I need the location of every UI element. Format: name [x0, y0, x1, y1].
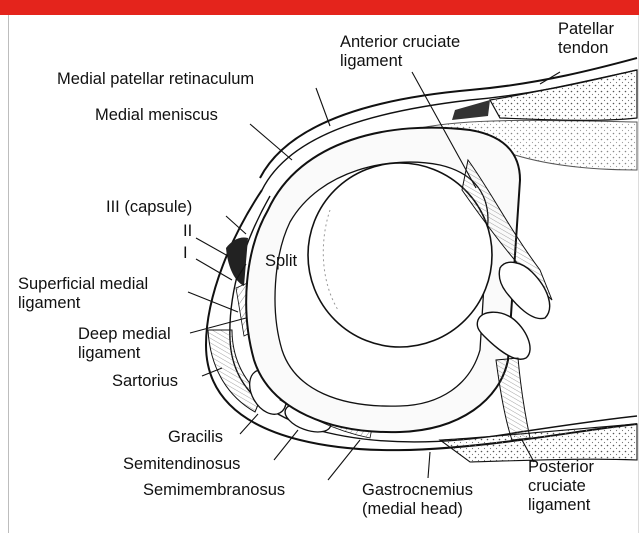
label-deep-medial-ligament: Deep medial ligament [78, 325, 171, 363]
posterior-cruciate-shape [496, 358, 530, 440]
dark-band [452, 100, 490, 120]
label-posterior-cruciate-ligament: Posterior cruciate ligament [528, 458, 594, 515]
label-sartorius: Sartorius [112, 372, 178, 391]
label-semimembranosus: Semimembranosus [143, 481, 285, 500]
label-capsule: III (capsule) [106, 198, 192, 217]
label-patellar-tendon: Patellar tendon [558, 20, 614, 58]
label-anterior-cruciate-ligament: Anterior cruciate ligament [340, 33, 460, 71]
posterior-cruciate-line-3: ligament [528, 496, 594, 515]
label-medial-patellar-retinaculum: Medial patellar retinaculum [57, 70, 254, 89]
label-superficial-medial-ligament: Superficial medial ligament [18, 275, 148, 313]
deep-medial-line-2: ligament [78, 344, 171, 363]
patellar-tendon-line-2: tendon [558, 39, 614, 58]
label-layer-ii: II [183, 222, 192, 241]
anterior-cruciate-line-2: ligament [340, 52, 460, 71]
superficial-medial-line-2: ligament [18, 294, 148, 313]
label-semitendinosus: Semitendinosus [123, 455, 240, 474]
anterior-cruciate-line-1: Anterior cruciate [340, 33, 460, 52]
label-layer-i: I [183, 244, 188, 263]
deep-medial-line-1: Deep medial [78, 325, 171, 344]
label-medial-meniscus: Medial meniscus [95, 106, 218, 125]
patellar-tendon-line-1: Patellar [558, 20, 614, 39]
gastrocnemius-line-1: Gastrocnemius [362, 481, 473, 500]
label-gracilis: Gracilis [168, 428, 223, 447]
gastrocnemius-line-2: (medial head) [362, 500, 473, 519]
superficial-medial-line-1: Superficial medial [18, 275, 148, 294]
posterior-cruciate-line-2: cruciate [528, 477, 594, 496]
label-split: Split [265, 252, 297, 271]
label-gastrocnemius-medial-head: Gastrocnemius (medial head) [362, 481, 473, 519]
posterior-cruciate-line-1: Posterior [528, 458, 594, 477]
